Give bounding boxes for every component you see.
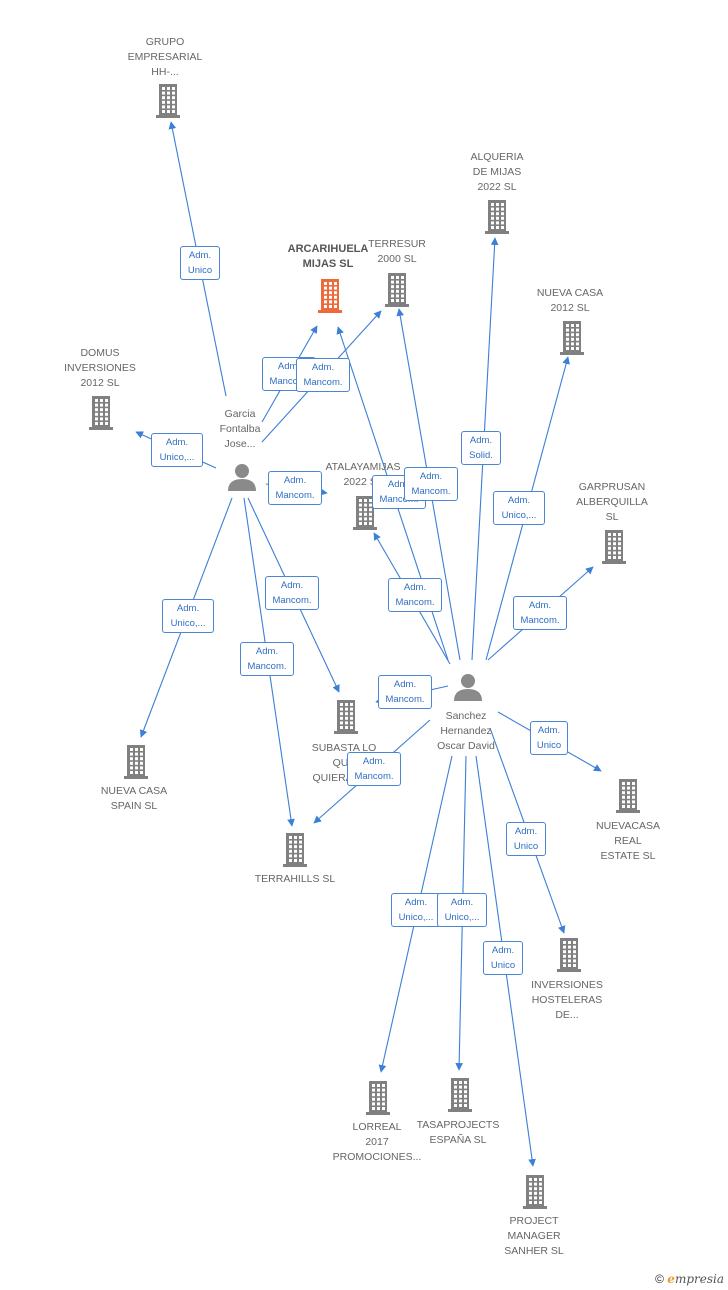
building-icon (485, 200, 509, 234)
building-icon (616, 779, 640, 813)
building-icon (353, 496, 377, 530)
node-label-tasaprojects[interactable]: TASAPROJECTS ESPAÑA SL (416, 1119, 500, 1146)
edge-label-garcia-grupo[interactable]: Adm. Unico (180, 246, 220, 280)
edge-label-sanchez-garprusan[interactable]: Adm. Mancom. (513, 596, 567, 630)
edge-label-garcia-subasta[interactable]: Adm. Mancom. (265, 576, 319, 610)
building-icon (156, 84, 180, 118)
building-icon (560, 321, 584, 355)
edge-label-sanchez-subasta[interactable]: Adm. Mancom. (378, 675, 432, 709)
building-icon (89, 396, 113, 430)
edge-label-sanchez-nuevacasareal[interactable]: Adm. Unico (530, 721, 568, 755)
node-label-garprusan[interactable]: GARPRUSAN ALBERQUILLA SL (576, 481, 648, 523)
brand-logo: © empresia (655, 1272, 724, 1286)
node-label-nuevacasareal[interactable]: NUEVACASA REAL ESTATE SL (596, 820, 660, 862)
node-label-terresur[interactable]: TERRESUR 2000 SL (368, 238, 426, 265)
edge-label-garcia-nuevacasaspain[interactable]: Adm. Unico,... (162, 599, 214, 633)
brand-word: mpresia (674, 1272, 724, 1286)
edge-label-sanchez-project[interactable]: Adm. Unico (483, 941, 523, 975)
node-label-terrahills[interactable]: TERRAHILLS SL (254, 873, 336, 885)
node-label-lorreal[interactable]: LORREAL 2017 PROMOCIONES... (332, 1121, 422, 1163)
node-label-sanchez[interactable]: Sanchez Hernandez Oscar David (437, 710, 495, 752)
building-icon (385, 273, 409, 307)
edge-label-garcia-terresur[interactable]: Adm. Mancom. (296, 358, 350, 392)
edge-label-sanchez-nuevacasa2012[interactable]: Adm. Unico,... (493, 491, 545, 525)
building-icon (557, 938, 581, 972)
copyright-symbol: © (655, 1272, 664, 1286)
building-icon (318, 279, 342, 313)
node-label-domus[interactable]: DOMUS INVERSIONES 2012 SL (64, 347, 136, 389)
person-icon (454, 674, 482, 701)
edge-label-sanchez-atalaya[interactable]: Adm. Mancom. (388, 578, 442, 612)
brand-e: e (667, 1272, 675, 1286)
node-label-inversiones[interactable]: INVERSIONES HOSTELERAS DE... (531, 979, 603, 1021)
edge-label-sanchez-alqueria[interactable]: Adm. Solid. (461, 431, 501, 465)
node-label-arcarihuela[interactable]: ARCARIHUELA MIJAS SL (287, 243, 369, 270)
building-icon (334, 700, 358, 734)
building-icon (283, 833, 307, 867)
node-label-grupo[interactable]: GRUPO EMPRESARIAL HH-... (127, 36, 203, 78)
edge-label-garcia-terrahills[interactable]: Adm. Mancom. (240, 642, 294, 676)
edge-label-sanchez-tasaprojects[interactable]: Adm. Unico,... (437, 893, 487, 927)
edge-label-garcia-atalaya[interactable]: Adm. Mancom. (268, 471, 322, 505)
edge-label-sanchez-inversiones[interactable]: Adm. Unico (506, 822, 546, 856)
building-icon (124, 745, 148, 779)
node-label-alqueria[interactable]: ALQUERIA DE MIJAS 2022 SL (470, 151, 524, 193)
node-label-garcia[interactable]: Garcia Fontalba Jose... (219, 408, 261, 450)
node-label-nuevacasaspain[interactable]: NUEVA CASA SPAIN SL (100, 785, 168, 812)
building-icon (366, 1081, 390, 1115)
edge-label-garcia-domus[interactable]: Adm. Unico,... (151, 433, 203, 467)
edge-label-sanchez-lorreal[interactable]: Adm. Unico,... (391, 893, 441, 927)
person-icon (228, 464, 256, 491)
node-label-project[interactable]: PROJECT MANAGER SANHER SL (504, 1215, 564, 1257)
node-label-nuevacasa2012[interactable]: NUEVA CASA 2012 SL (536, 287, 604, 314)
edge-label-sanchez-terresur[interactable]: Adm. Mancom. (404, 467, 458, 501)
building-icon (523, 1175, 547, 1209)
building-icon (448, 1078, 472, 1112)
building-icon (602, 530, 626, 564)
edge-label-sanchez-terrahills[interactable]: Adm. Mancom. (347, 752, 401, 786)
